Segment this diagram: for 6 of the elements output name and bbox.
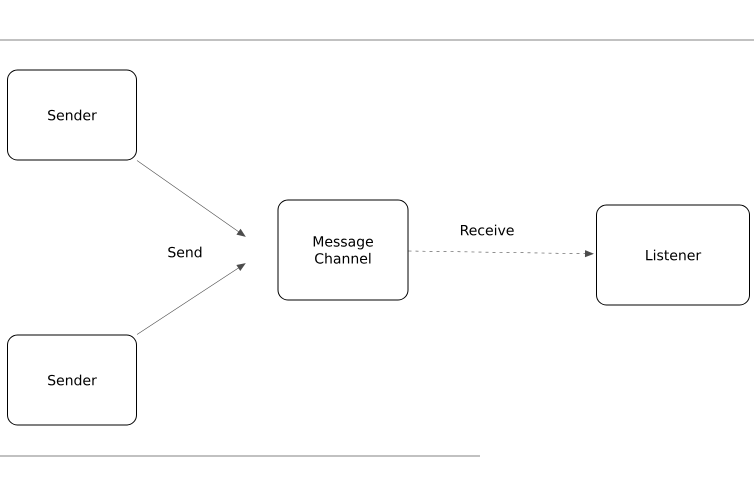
edge-label: Receive — [458, 224, 516, 236]
process-box: Message Channel — [278, 200, 408, 300]
process-box: Sender — [7, 70, 137, 160]
process-box: Sender — [7, 334, 137, 426]
edge-label: Send — [166, 246, 204, 258]
process-box: Listener — [596, 204, 750, 306]
